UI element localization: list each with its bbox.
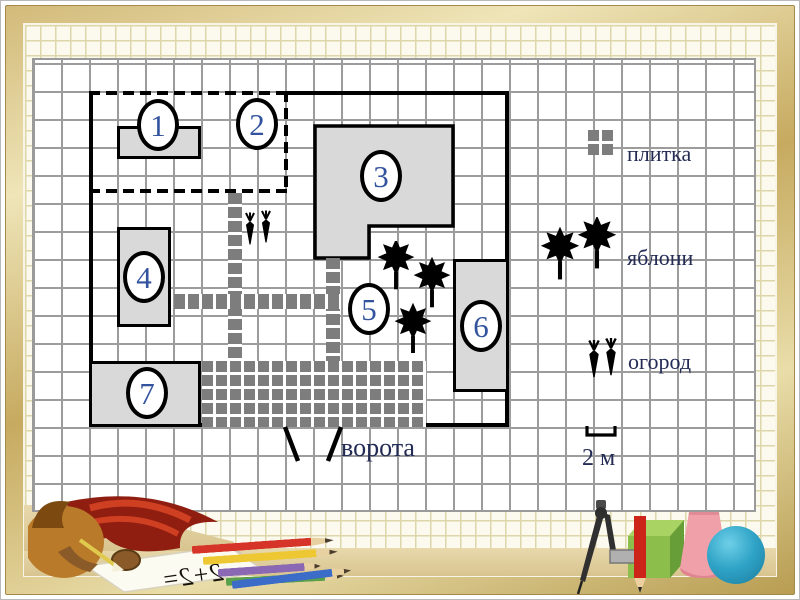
legend-carrots — [588, 337, 617, 379]
creature-paw — [58, 546, 98, 572]
garden-boundary-horizontal-dashed — [89, 189, 288, 193]
drafting-compass — [576, 500, 646, 595]
garden-boundary-vertical-dashed — [284, 91, 288, 193]
region-marker-2: 2 — [236, 98, 278, 150]
region-number: 3 — [373, 158, 389, 194]
plot-border-top — [286, 91, 509, 95]
tile-path-vertical-right — [326, 258, 340, 361]
compass-red-pencil — [634, 516, 646, 578]
carrot-icon — [588, 338, 600, 379]
carrot-icon — [260, 209, 272, 244]
creature-head — [32, 501, 70, 528]
region-marker-6: 6 — [460, 300, 502, 352]
tile-path-horizontal — [174, 294, 340, 309]
region-number: 5 — [361, 291, 377, 327]
carrot-icon — [244, 211, 256, 246]
wing-stripe — [89, 499, 192, 524]
legend-trees-label: яблони — [627, 245, 694, 270]
region-number: 4 — [136, 259, 152, 295]
region-number: 6 — [473, 308, 489, 344]
pencil-nib — [112, 562, 124, 572]
legend-tile-swatch — [588, 130, 613, 155]
compass-clamp — [609, 549, 639, 564]
apple-tree-icon — [577, 217, 617, 269]
blue-sphere — [707, 526, 765, 584]
legend-apple-trees — [540, 217, 617, 280]
pencil-in-claw — [78, 538, 118, 568]
legend-garden-label: огород — [628, 349, 692, 374]
tiled-yard-area — [202, 361, 426, 427]
gate-label: ворота — [341, 433, 415, 462]
garden-carrots-on-plan — [244, 209, 272, 246]
apple-tree-icon — [540, 226, 580, 280]
plan-canvas: ворота 1 2 3 4 5 6 7 плитка яблони огоро… — [32, 58, 756, 512]
region-number: 7 — [139, 375, 155, 411]
region-marker-7: 7 — [126, 367, 168, 419]
gate-marks — [282, 426, 344, 462]
region-marker-3: 3 — [360, 150, 402, 202]
region-marker-5: 5 — [348, 283, 390, 335]
plot-border-left — [89, 91, 93, 427]
scale-bracket — [585, 426, 617, 437]
apple-tree-icon — [394, 302, 432, 353]
scale-label: 2 м — [582, 445, 616, 471]
region-number: 1 — [150, 107, 166, 143]
tile-path-vertical-left — [228, 193, 242, 361]
legend-tile-label: плитка — [627, 141, 692, 166]
region-marker-4: 4 — [123, 251, 165, 303]
apple-tree-icon — [413, 256, 451, 308]
creature-claw — [111, 549, 141, 571]
plot-border-top-dashed — [89, 91, 286, 95]
compass-leg-left — [580, 512, 604, 582]
apple-tree-icon — [377, 241, 415, 290]
carrot-icon — [605, 337, 617, 377]
region-marker-1: 1 — [137, 99, 179, 151]
region-number: 2 — [249, 106, 265, 142]
